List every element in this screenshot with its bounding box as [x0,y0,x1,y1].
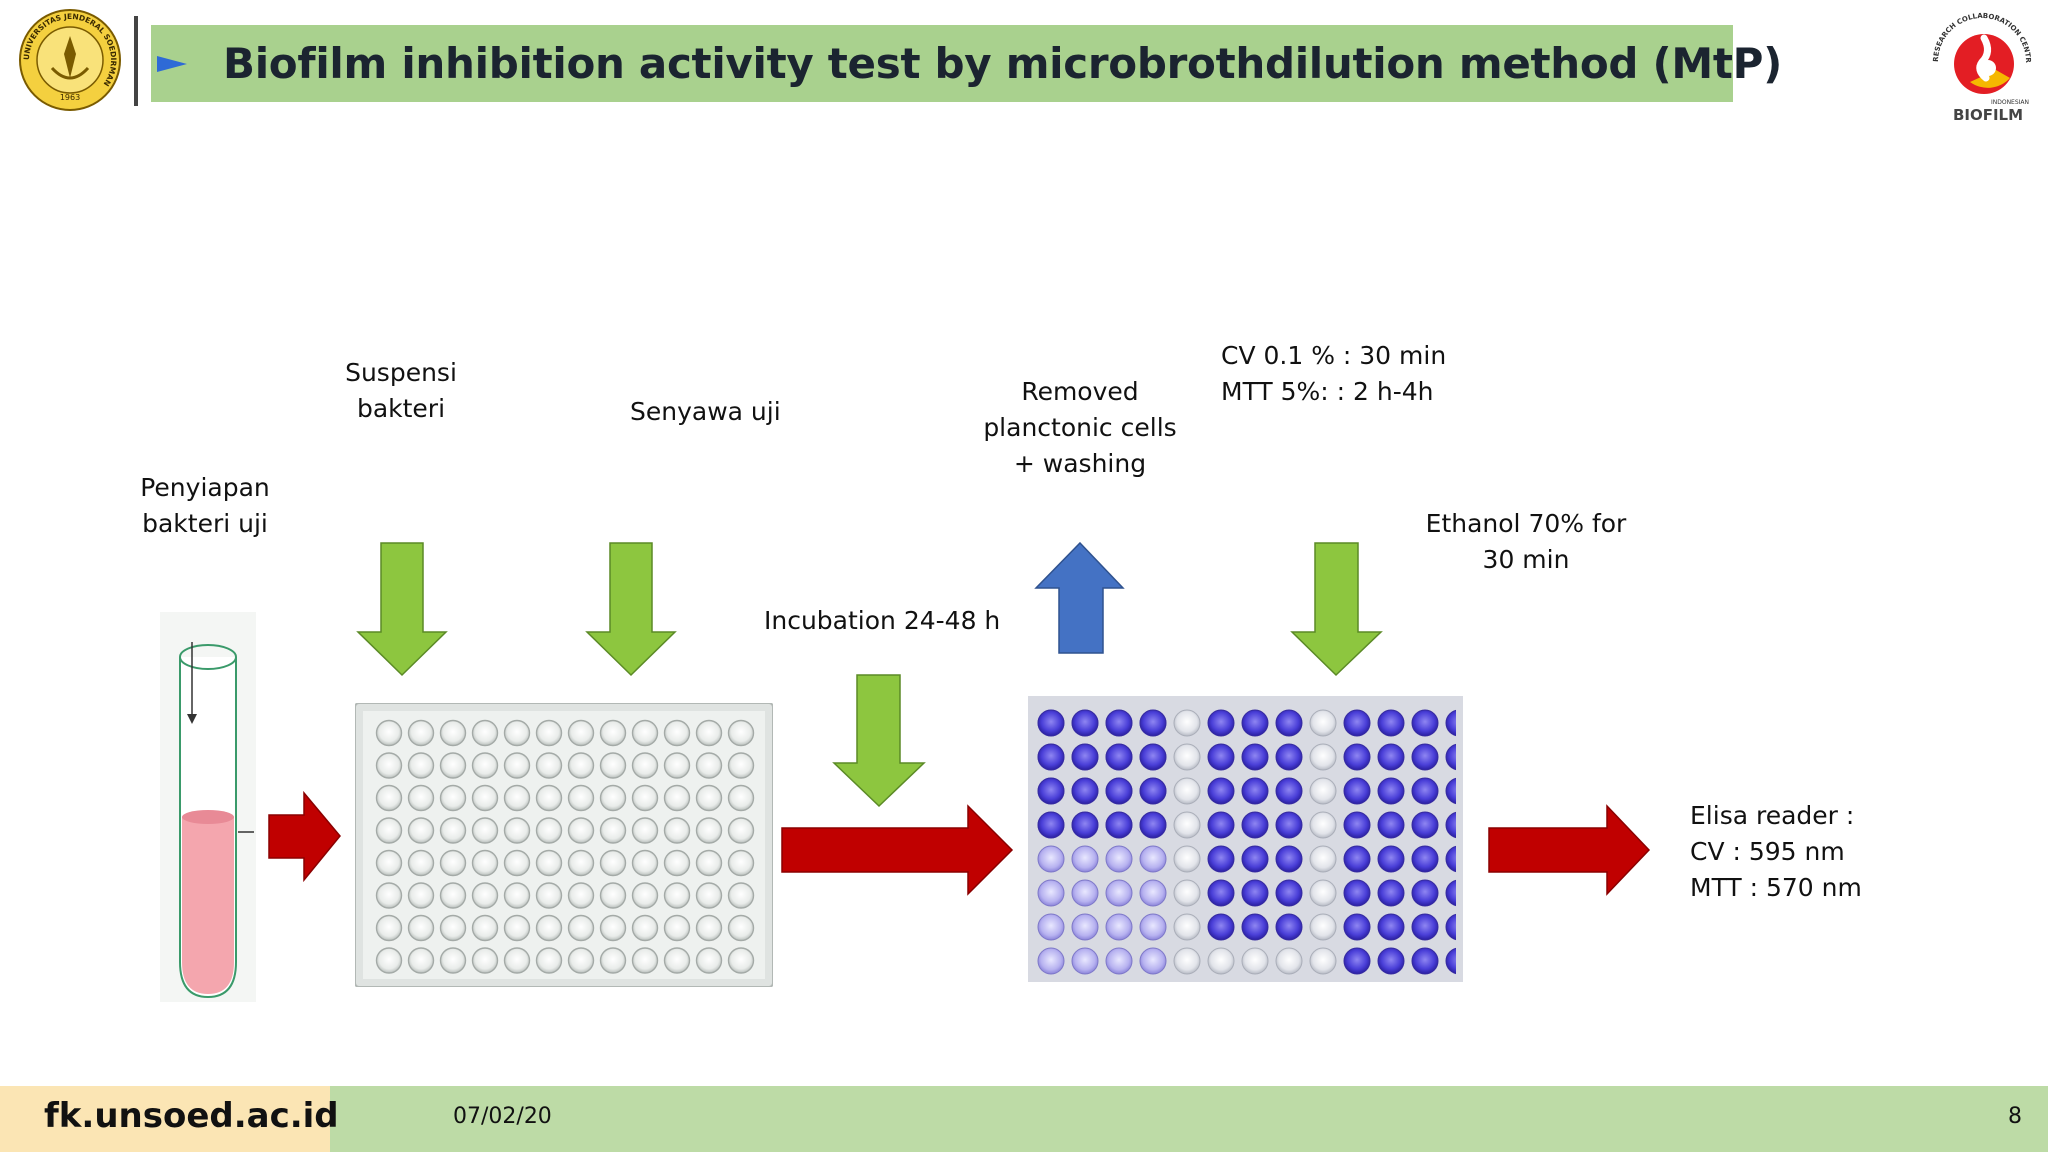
blue-up-arrow-removed [1034,541,1125,654]
green-down-arrow-incubation [832,674,926,808]
footer-left-band [0,1086,330,1152]
label-incubation: Incubation 24-48 h [764,606,1001,635]
title-bullet-arrow-icon [157,55,187,72]
label-suspensi: Suspensi bakteri [345,358,457,423]
biofilm-rcc-logo-icon: RESEARCH COLLABORATION CENTRE INDONESIAN… [1924,2,2038,126]
slide-title: Biofilm inhibition activity test by micr… [223,39,1783,88]
footer-date: 07/02/20 [453,1104,552,1129]
header-divider [134,16,138,106]
label-penyiapan: Penyiapan bakteri uji [140,473,270,538]
label-senyawa: Senyawa uji [630,397,781,426]
green-down-arrow-senyawa [585,542,677,677]
footer-site: fk.unsoed.ac.id [44,1096,339,1136]
footer-right-band [330,1086,2048,1152]
label-elisa: Elisa reader : CV : 595 nm MTT : 570 nm [1690,801,1862,902]
stained-microplate-image [1028,696,1463,982]
empty-microplate-image [355,703,773,987]
seal-year: 1963 [60,93,80,102]
university-seal-icon: UNIVERSITAS JENDERAL SOEDIRMAN 1963 [16,8,124,112]
red-right-arrow-3 [1488,804,1651,896]
label-removed: Removed planctonic cells + washing [983,377,1177,478]
rcc-sub-text: INDONESIAN [1991,99,2029,106]
slide-number: 8 [2008,1104,2022,1129]
green-down-arrow-ethanol [1290,542,1383,677]
test-tube-image [160,612,256,1002]
green-down-arrow-suspensi [356,542,448,677]
label-ethanol: Ethanol 70% for 30 min [1425,509,1627,574]
rcc-name: BIOFILM [1953,106,2023,124]
red-right-arrow-2 [781,804,1014,896]
title-bar: Biofilm inhibition activity test by micr… [151,25,1782,102]
red-right-arrow-1 [268,790,341,883]
label-cv-mtt: CV 0.1 % : 30 min MTT 5%: : 2 h-4h [1221,341,1447,406]
